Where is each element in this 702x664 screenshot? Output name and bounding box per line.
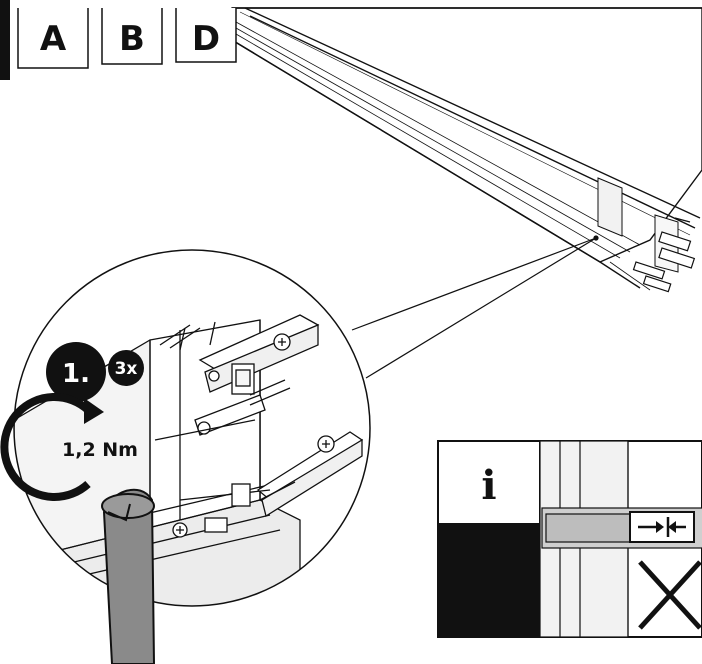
step-number-label: 1.	[62, 359, 90, 389]
repeat-count-badge: 3x	[108, 350, 144, 386]
rail-end-connector	[632, 217, 696, 293]
torque-indicator: 1,2 Nm	[0, 393, 138, 501]
info-icon: i	[481, 462, 496, 509]
zoom-leader-lines	[351, 235, 599, 379]
fastening-clip-upper	[179, 314, 320, 395]
torque-value: 1,2 Nm	[62, 439, 138, 461]
tab-b: B	[101, 8, 163, 65]
tab-d: D	[175, 8, 237, 63]
clockwise-arrow-icon	[0, 393, 91, 501]
ceiling-rail	[231, 7, 702, 291]
gap-arrows-icon	[638, 517, 686, 537]
fastening-clip-lower	[172, 431, 364, 538]
arrowhead-icon	[84, 398, 104, 424]
info-icon-panel	[437, 440, 541, 525]
screwdriver-tool	[101, 488, 156, 664]
not-allowed-cross-icon	[638, 560, 702, 630]
info-dark-panel	[438, 524, 540, 637]
fastening-clip-middle	[154, 394, 266, 441]
tab-a: A	[17, 8, 89, 69]
info-rail-detail	[540, 441, 702, 637]
tab-b-label: B	[119, 19, 145, 59]
variant-tabs: A B D	[0, 0, 237, 80]
repeat-count-label: 3x	[115, 359, 138, 379]
tab-a-label: A	[40, 19, 67, 59]
step-badge: 1.	[46, 342, 106, 402]
info-box: i	[437, 440, 702, 638]
tab-d-label: D	[192, 19, 220, 59]
tab-marker-bar	[0, 0, 10, 80]
